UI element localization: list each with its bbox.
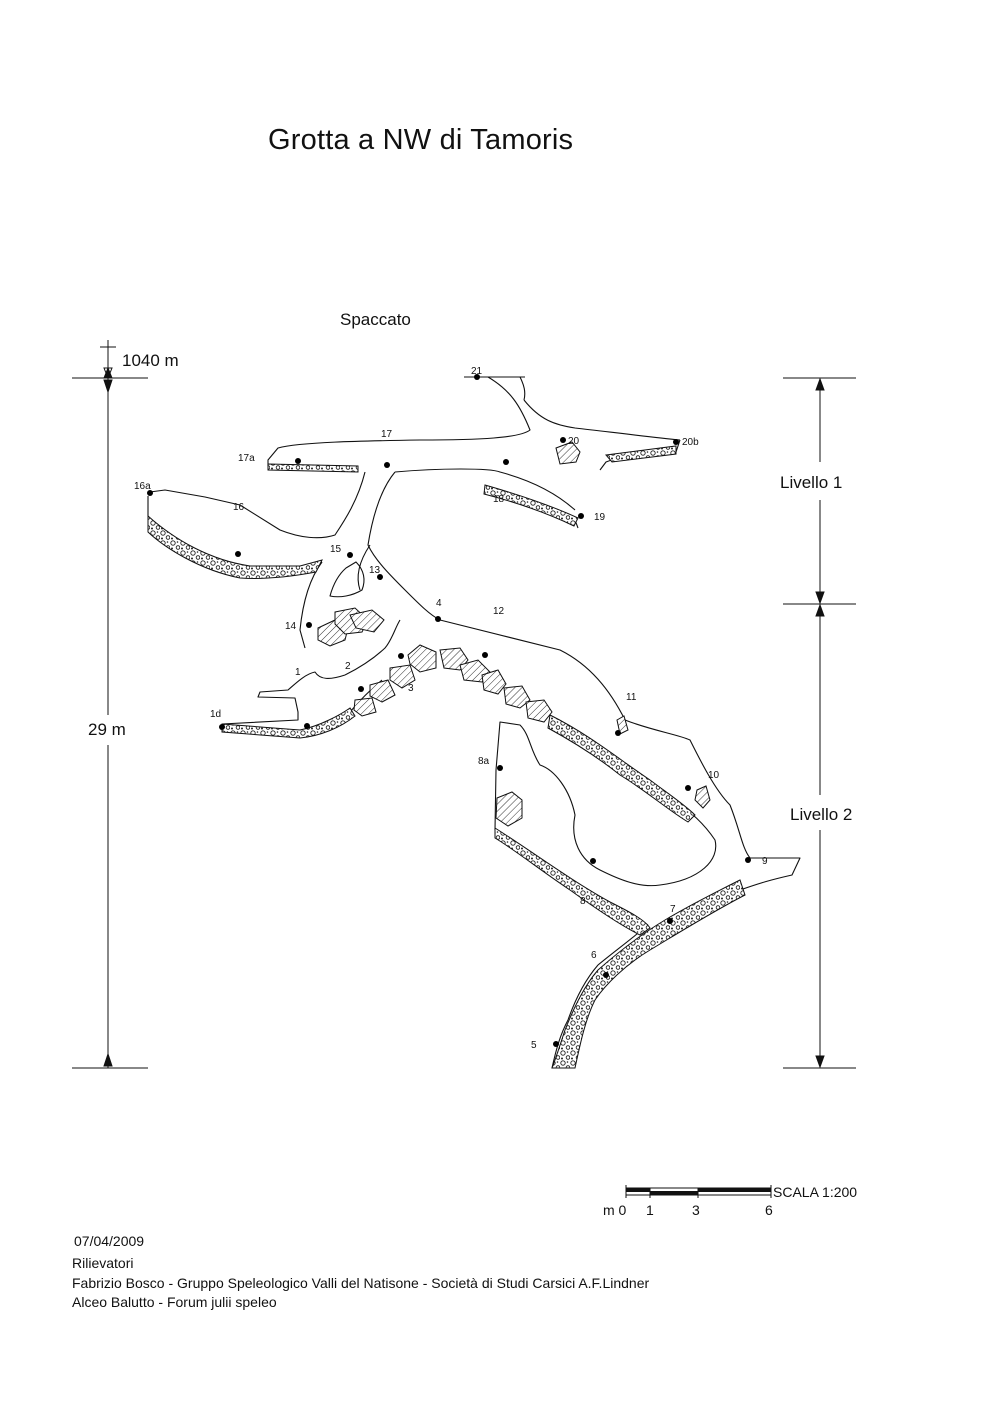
map-title: Grotta a NW di Tamoris: [268, 124, 574, 156]
station-label: 17a: [238, 453, 255, 464]
station-label: 17: [381, 429, 393, 440]
station-label: 21: [471, 366, 483, 377]
total-depth: 29 m: [88, 720, 126, 739]
station-label: 15: [330, 544, 342, 555]
station-label: 14: [285, 621, 297, 632]
station-label: 16: [233, 502, 245, 513]
level-2-label: Livello 2: [790, 805, 853, 824]
station-label: 5: [531, 1040, 537, 1051]
hatched-blocks: [317, 441, 711, 827]
station-label: 4: [436, 598, 442, 609]
station-label: 2: [345, 661, 351, 672]
surveyors-heading: Rilievatori: [72, 1255, 134, 1271]
scale-label: SCALA 1:200: [773, 1184, 858, 1200]
station-label: 8a: [478, 756, 490, 767]
section-label: Spaccato: [340, 310, 411, 329]
station-label: 8: [580, 896, 586, 907]
station-label: 19: [594, 512, 606, 523]
station-labels: 21 17 20 20b 17a 16a 16 18 19 15 13 4 12…: [134, 366, 768, 1051]
station-label: 6: [591, 950, 597, 961]
survey-date: 07/04/2009: [74, 1233, 145, 1249]
station-label: 7: [670, 904, 676, 915]
level-dimension: [783, 377, 856, 1069]
surveyor-line: Alceo Balutto - Forum julii speleo: [72, 1294, 277, 1310]
scale-tick: 3: [692, 1202, 700, 1218]
station-label: 13: [369, 565, 381, 576]
level-1-label: Livello 1: [780, 473, 843, 492]
station-label: 20: [568, 436, 580, 447]
surveyor-line: Fabrizio Bosco - Gruppo Speleologico Val…: [72, 1275, 650, 1291]
rubble-floor: [147, 445, 746, 1069]
station-label: 1: [295, 667, 301, 678]
cave-walls: [147, 376, 801, 1069]
depth-dimension: [72, 340, 148, 1069]
station-label: 12: [493, 606, 505, 617]
station-label: 18: [493, 494, 505, 505]
entrance-elevation: 1040 m: [122, 351, 179, 370]
scale-tick: 6: [765, 1202, 773, 1218]
scale-tick: m 0: [603, 1202, 627, 1218]
station-label: 1d: [210, 709, 221, 720]
station-label: 9: [762, 856, 768, 867]
survey-stations: [147, 374, 751, 1047]
station-label: 3: [408, 683, 414, 694]
station-label: 20b: [682, 437, 699, 448]
scale-bar: [625, 1185, 772, 1198]
station-label: 10: [708, 770, 720, 781]
scale-tick: 1: [646, 1202, 654, 1218]
station-label: 11: [626, 692, 637, 703]
station-label: 16a: [134, 481, 151, 492]
